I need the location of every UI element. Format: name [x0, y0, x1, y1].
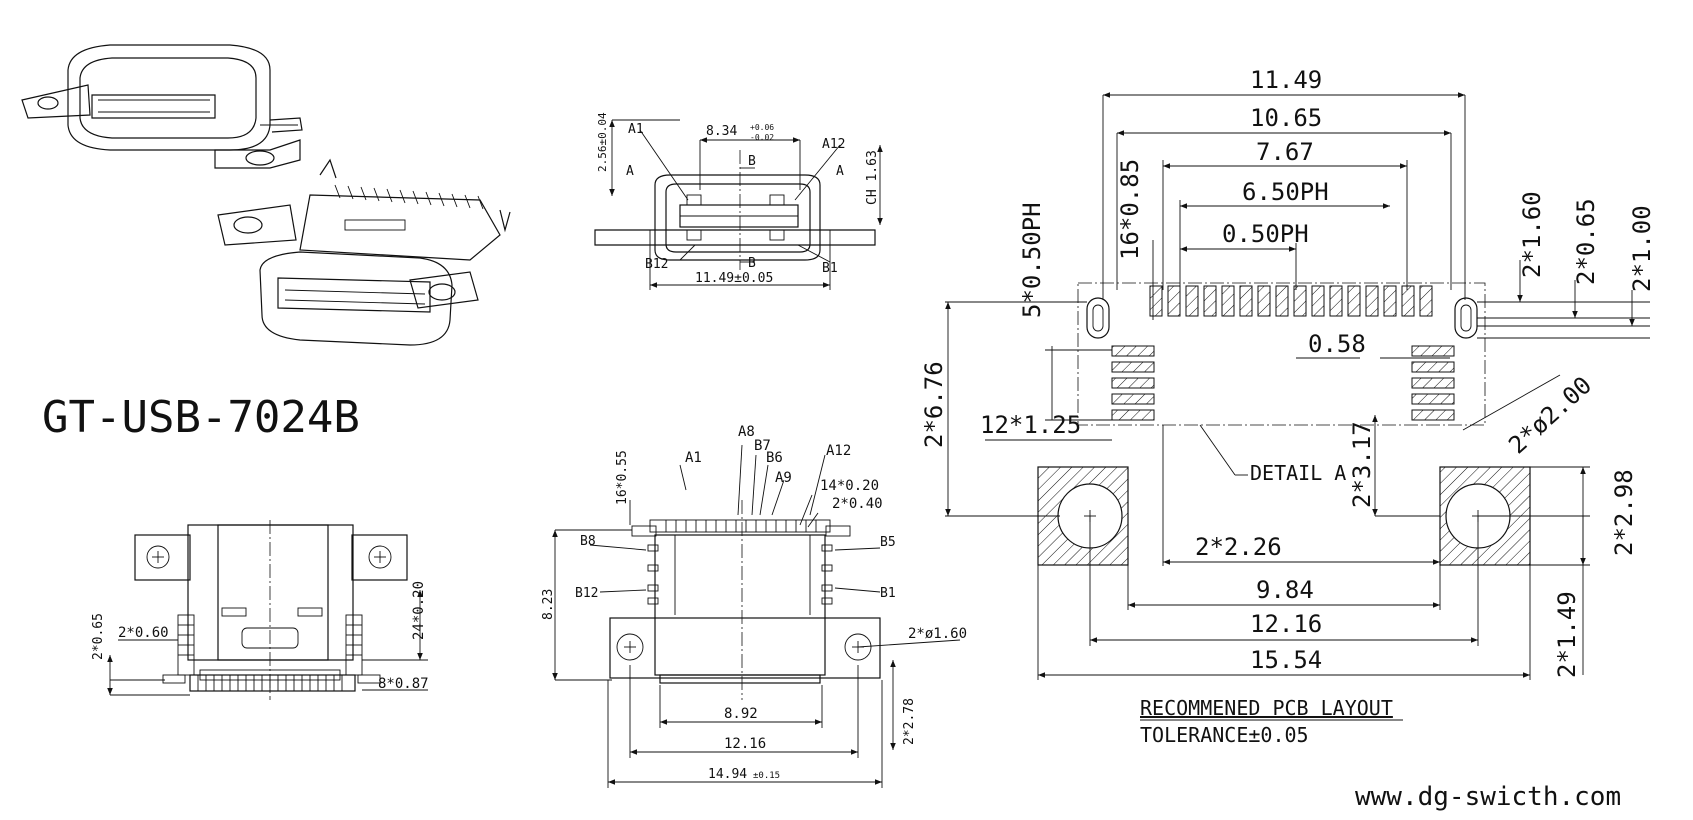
dim-2x-dia-2-00: 2*ø2.00: [1503, 371, 1597, 459]
front-view: A1 A12 B12 B1 A A B B 8.34 +0.06 -0.02 2…: [594, 112, 883, 290]
dim-8-92: 8.92: [724, 706, 758, 722]
dim-2x0-40-bottom: 2*0.40: [832, 496, 883, 512]
dim-8x0-87-side: 8*0.87: [378, 676, 429, 692]
label-a12-bottom: A12: [826, 443, 851, 459]
connector-3d-lower: [217, 158, 511, 346]
dim-14-94: 14.94: [708, 767, 747, 782]
dim-16x0-85: 16*0.85: [1116, 159, 1144, 260]
dim-ch-1-63: CH 1.63: [865, 150, 880, 205]
dim-12x1-25: 12*1.25: [980, 411, 1081, 439]
dim-15-54: 15.54: [1250, 646, 1322, 674]
dim-24x0-20-side: 24*0.20: [411, 581, 427, 640]
label-b12-front: B12: [645, 257, 668, 272]
section-a-right: A: [836, 164, 844, 179]
label-b12-bottom: B12: [575, 586, 598, 601]
section-b-top: B: [748, 154, 756, 169]
dim-12-16-pcb: 12.16: [1250, 610, 1322, 638]
connector-3d-upper: [21, 44, 303, 169]
label-b1-front: B1: [822, 261, 838, 276]
top-pad-row: [1149, 285, 1433, 317]
dim-0-50ph: 0.50PH: [1222, 220, 1309, 248]
label-b5-bottom: B5: [880, 535, 896, 550]
section-b-bottom: B: [748, 256, 756, 271]
dim-8-34-tol-minus: -0.02: [750, 133, 774, 142]
dim-2x1-00: 2*1.00: [1628, 205, 1656, 292]
dim-8-23: 8.23: [541, 589, 556, 620]
label-b8-bottom: B8: [580, 534, 596, 549]
side-view: 2*0.65 2*0.60 24*0.20 8*0.87: [91, 520, 429, 700]
label-b1-bottom: B1: [880, 586, 896, 601]
pcb-tolerance: TOLERANCE±0.05: [1140, 723, 1309, 747]
dim-8-34-tol-plus: +0.06: [750, 123, 774, 132]
dim-2x0-60-side: 2*0.60: [118, 625, 169, 641]
side-pad-columns: [1111, 345, 1455, 421]
pcb-layout: 11.49 10.65 7.67 6.50PH 0.50PH 16*0.85 5…: [920, 66, 1656, 747]
dim-14x0-20: 14*0.20: [820, 478, 879, 494]
part-number: GT-USB-7024B: [42, 392, 360, 443]
bottom-view: A1 A8 B7 B6 A9 A12 B8 B12 B5 B1 16*0.55 …: [541, 424, 967, 788]
section-a-left: A: [626, 164, 634, 179]
pcb-layout-title: RECOMMENED PCB LAYOUT: [1140, 696, 1393, 720]
dim-10-65: 10.65: [1250, 104, 1322, 132]
dim-12-16-bottom: 12.16: [724, 736, 766, 752]
dim-8-34: 8.34: [706, 124, 737, 139]
label-b6-bottom: B6: [766, 450, 783, 466]
dim-9-84: 9.84: [1256, 576, 1314, 604]
dim-2x3-17: 2*3.17: [1348, 421, 1376, 508]
dim-2x2-98: 2*2.98: [1610, 469, 1638, 556]
dim-2x0-65-pcb: 2*0.65: [1572, 198, 1600, 285]
dim-2x0-65-side: 2*0.65: [91, 613, 106, 660]
detail-a-label: DETAIL A: [1250, 461, 1346, 485]
dim-0-58: 0.58: [1308, 330, 1366, 358]
label-a1-bottom: A1: [685, 450, 702, 466]
dim-2x6-76: 2*6.76: [920, 361, 948, 448]
dim-7-67: 7.67: [1256, 138, 1314, 166]
label-a1-front: A1: [628, 122, 644, 137]
dim-2x1-49: 2*1.49: [1553, 591, 1581, 678]
dim-2x1-60: 2*1.60: [1518, 191, 1546, 278]
label-a12-front: A12: [822, 137, 845, 152]
dim-6-50ph: 6.50PH: [1242, 178, 1329, 206]
dim-2x-dia-1-60: 2*ø1.60: [908, 626, 967, 642]
label-b7-bottom: B7: [754, 438, 771, 454]
isometric-view: [21, 44, 511, 346]
dim-2-56: 2.56±0.04: [596, 112, 609, 172]
dim-2x2-26: 2*2.26: [1195, 533, 1282, 561]
website-url: www.dg-swicth.com: [1355, 782, 1621, 812]
dim-16x0-55: 16*0.55: [615, 450, 630, 505]
dim-11-49: 11.49±0.05: [695, 271, 773, 286]
pcb-dimension-lines: [945, 92, 1650, 680]
dim-5x0-50ph: 5*0.50PH: [1018, 202, 1046, 318]
label-a9-bottom: A9: [775, 470, 792, 486]
dim-11-49-pcb: 11.49: [1250, 66, 1322, 94]
label-a8-bottom: A8: [738, 424, 755, 440]
dim-2x2-78: 2*2.78: [902, 698, 917, 745]
dim-14-94-tol: ±0.15: [753, 771, 780, 781]
